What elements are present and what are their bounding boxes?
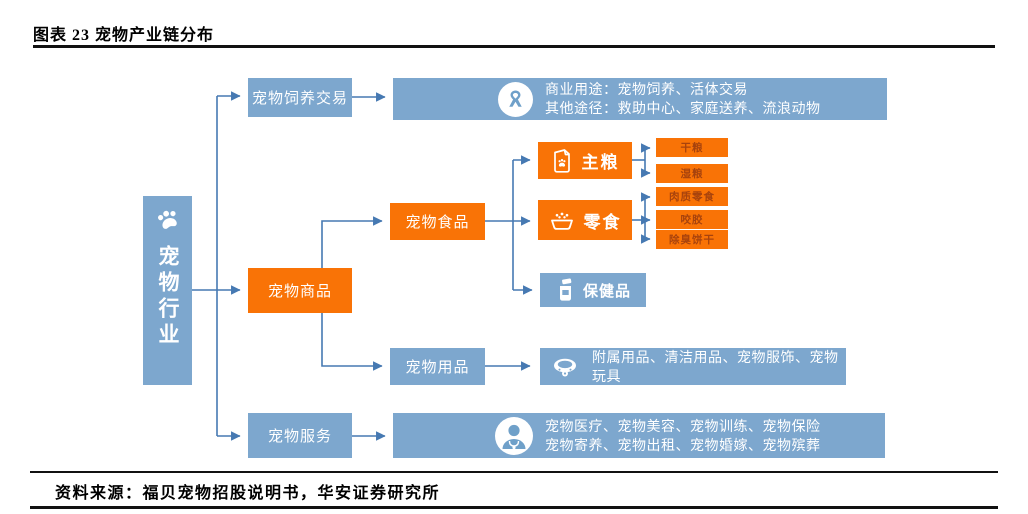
medicine-bottle-icon: [555, 278, 575, 302]
node-pet-food: 宠物食品: [390, 203, 485, 240]
leaf-label: 干粮: [680, 142, 704, 154]
supplies-detail-box: 附属用品、清洁用品、宠物服饰、宠物玩具: [540, 348, 846, 385]
node-label: 主粮: [581, 153, 620, 172]
leaf-chews: 咬胶: [656, 210, 728, 229]
node-label: 宠物商品: [267, 283, 332, 300]
node-label: 宠物服务: [267, 428, 332, 445]
title-divider: [33, 45, 995, 48]
leaf-label: 咬胶: [680, 214, 704, 226]
services-detail-line1: 宠物医疗、宠物美容、宠物训练、宠物保险: [545, 417, 821, 434]
trade-detail-box: 商业用途：宠物饲养、活体交易 其他途径：救助中心、家庭送养、流浪动物: [393, 78, 887, 120]
source-divider-top: [30, 471, 998, 473]
food-bag-icon: [551, 148, 573, 174]
leaf-wet-food: 湿粮: [656, 164, 728, 183]
node-pet-supplies: 宠物用品: [390, 348, 485, 385]
doctor-person-icon: [495, 416, 533, 455]
node-pet-goods: 宠物商品: [248, 268, 352, 313]
node-staple-food: 主粮: [538, 142, 632, 179]
services-detail-box: 宠物医疗、宠物美容、宠物训练、宠物保险 宠物寄养、宠物出租、宠物婚嫁、宠物殡葬: [393, 413, 885, 458]
node-label: 零食: [583, 212, 622, 232]
node-pet-breeding-trade: 宠物饲养交易: [248, 78, 352, 117]
node-label: 保健品: [582, 282, 631, 300]
source-text: 资料来源：福贝宠物招股说明书，华安证券研究所: [55, 485, 441, 502]
leaf-label: 湿粮: [680, 168, 704, 180]
node-label: 宠物用品: [405, 359, 470, 376]
paw-icon: [153, 208, 183, 239]
node-label: 宠物饲养交易: [251, 90, 348, 107]
node-pet-industry: 宠物行业: [143, 196, 192, 385]
services-detail-line2: 宠物寄养、宠物出租、宠物婚嫁、宠物殡葬: [545, 436, 821, 453]
node-snacks: 零食: [538, 200, 632, 240]
root-label: 宠物行业: [156, 245, 179, 349]
pet-bowl-icon: [549, 208, 575, 232]
leaf-meat-snacks: 肉质零食: [656, 187, 728, 206]
supplies-detail-text: 附属用品、清洁用品、宠物服饰、宠物玩具: [592, 348, 839, 384]
node-health-products: 保健品: [540, 273, 646, 307]
leaf-dry-food: 干粮: [656, 138, 728, 157]
figure-title: 图表 23 宠物产业链分布: [33, 27, 215, 44]
node-pet-services: 宠物服务: [248, 413, 352, 458]
collar-icon: [550, 355, 580, 379]
source-divider-bottom: [30, 506, 998, 509]
ribbon-icon: [498, 81, 533, 117]
trade-detail-line1: 商业用途：宠物饲养、活体交易: [545, 81, 748, 97]
leaf-deodorant-biscuits: 除臭饼干: [656, 230, 728, 249]
trade-detail-line2: 其他途径：救助中心、家庭送养、流浪动物: [545, 100, 821, 116]
leaf-label: 除臭饼干: [669, 234, 715, 246]
leaf-label: 肉质零食: [669, 191, 715, 203]
node-label: 宠物食品: [405, 214, 470, 231]
